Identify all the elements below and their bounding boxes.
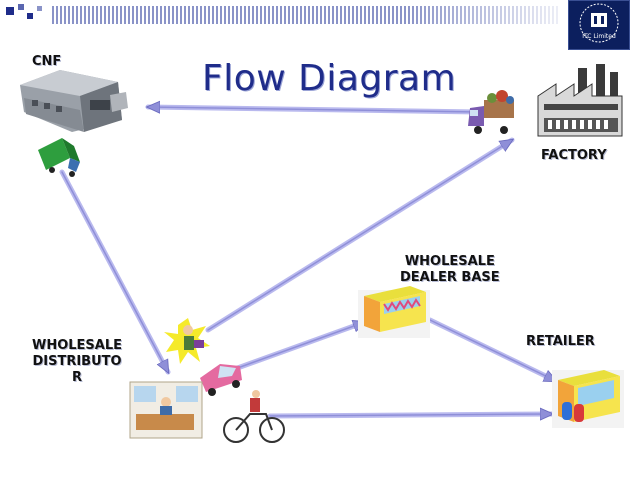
arrow-distributor-to-retailer	[267, 414, 552, 416]
company-logo: ITC Limited	[568, 0, 630, 50]
distributor-label-line-3: R	[72, 370, 83, 385]
arrow-distributor-to-factory	[205, 137, 515, 333]
dealer-base-label: WHOLESALE DEALER BASE	[400, 254, 500, 286]
arrow-factory-to-cnf	[148, 107, 481, 115]
header-stripe-bar	[0, 0, 638, 30]
dealer-base-label-line-2: DEALER BASE	[400, 270, 500, 285]
dealer-base-label-line-1: WHOLESALE	[404, 254, 495, 269]
arrow-dealer-to-retailer	[427, 317, 559, 384]
factory-label: FACTORY	[541, 148, 607, 163]
page-title: Flow Diagram	[202, 58, 457, 99]
arrow-cnf-to-distributor	[59, 169, 171, 375]
arrow-distributor-to-dealer	[229, 319, 368, 373]
distributor-label: WHOLESALE DISTRIBUTO R	[32, 338, 122, 386]
cnf-label: CNF	[32, 54, 62, 69]
distributor-label-line-1: WHOLESALE	[32, 338, 123, 353]
distributor-label-line-2: DISTRIBUTO	[32, 354, 122, 369]
retailer-label: RETAILER	[526, 334, 595, 349]
logo-text: ITC Limited	[582, 33, 616, 40]
